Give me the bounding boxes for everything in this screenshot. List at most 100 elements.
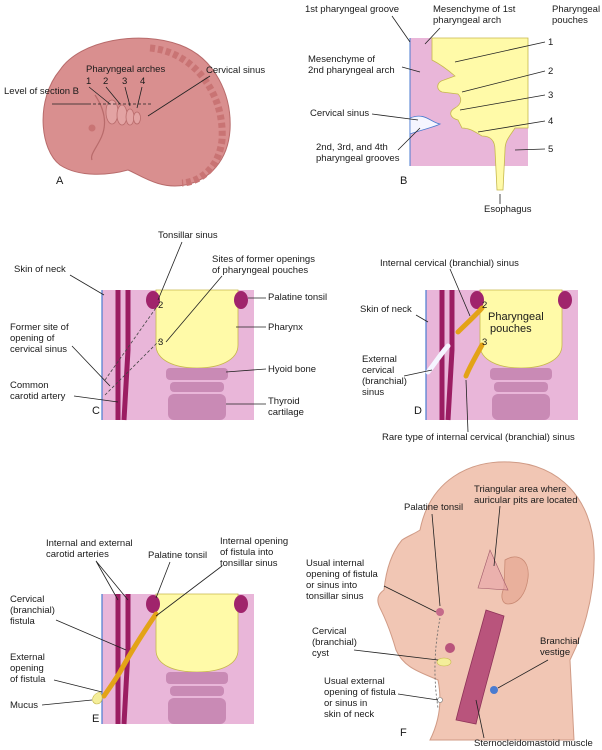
d-internal-label: Internal cervical (branchial) sinus bbox=[380, 258, 519, 269]
e-palatine-leader bbox=[155, 561, 171, 599]
f-tonsil-dot bbox=[436, 608, 444, 616]
e-tonsil-right bbox=[234, 595, 248, 613]
a-sinus-leader bbox=[147, 75, 211, 117]
b-pharynx-lumen bbox=[431, 37, 529, 191]
panel-d-letter: D bbox=[414, 405, 422, 417]
d-internal-sinus bbox=[455, 305, 485, 335]
d-num-2: 2 bbox=[482, 300, 487, 311]
f-sternocleidomastoid bbox=[455, 609, 505, 725]
b-pouch-1: 1 bbox=[548, 37, 553, 48]
e-palatine-label: Palatine tonsil bbox=[148, 550, 207, 561]
f-usual-external-leader bbox=[397, 693, 439, 701]
c-tonsil-left bbox=[146, 291, 160, 309]
f-vestige-leader bbox=[497, 659, 549, 689]
e-tonsil-left bbox=[146, 595, 160, 613]
c-carotid-2 bbox=[121, 290, 131, 421]
e-carotid-2 bbox=[121, 594, 131, 725]
c-former-tract bbox=[104, 304, 161, 396]
b-sinus-label: Cervical sinus bbox=[310, 108, 369, 119]
panel-b-letter: B bbox=[400, 175, 407, 187]
b-sinus-leader bbox=[371, 113, 419, 121]
panel-a-letter: A bbox=[56, 175, 64, 187]
embryo-somites bbox=[149, 44, 226, 187]
panel-e-letter: E bbox=[92, 713, 99, 725]
e-mucus-label: Mucus bbox=[10, 700, 38, 711]
f-cyst-label: Cervical(branchial)cyst bbox=[312, 626, 357, 659]
f-triangle-leader bbox=[493, 505, 501, 567]
e-mucus-leader bbox=[41, 699, 93, 706]
b-mes1-text2: pharyngeal arch bbox=[433, 15, 501, 26]
e-external-leader bbox=[53, 679, 103, 693]
b-mes1-leader bbox=[424, 27, 441, 45]
d-carotid-2 bbox=[445, 290, 455, 421]
arch-num-4: 4 bbox=[140, 76, 145, 87]
panel-c-letter: C bbox=[92, 405, 100, 417]
b-groove1-label: 1st pharyngeal groove bbox=[305, 4, 399, 15]
embryo-face bbox=[90, 94, 106, 161]
c-carotid-leader bbox=[73, 395, 119, 403]
d-rare-label: Rare type of internal cervical (branchia… bbox=[382, 432, 575, 443]
arch-num-3: 3 bbox=[122, 76, 127, 87]
d-skin-leader bbox=[415, 314, 429, 323]
d-num-3: 3 bbox=[482, 337, 487, 348]
e-fistula-label: Cervical(branchial)fistula bbox=[10, 594, 55, 627]
e-cartilage bbox=[166, 672, 228, 724]
b-grooves-leader bbox=[397, 127, 421, 151]
b-pouch-2: 2 bbox=[548, 66, 553, 77]
c-hyoid-label: Hyoid bone bbox=[268, 364, 316, 375]
d-external-sinus bbox=[425, 343, 451, 375]
f-cyst-leader bbox=[353, 649, 439, 661]
b-pouch-leaders bbox=[454, 41, 546, 151]
c-palatine-label: Palatine tonsil bbox=[268, 292, 327, 303]
c-num-2: 2 bbox=[158, 300, 163, 311]
panel-f-letter: F bbox=[400, 727, 407, 739]
f-cyst-sac bbox=[436, 657, 452, 667]
arches-label: Pharyngeal arches bbox=[86, 64, 165, 75]
f-cyst bbox=[445, 643, 455, 653]
f-usual-internal-leader bbox=[383, 585, 437, 613]
c-tonsillar-label: Tonsillar sinus bbox=[158, 230, 218, 241]
c-skin-label: Skin of neck bbox=[14, 264, 66, 275]
a-sinus-label: Cervical sinus bbox=[206, 65, 265, 76]
e-internal-leader bbox=[155, 565, 223, 617]
f-vestige bbox=[490, 686, 498, 694]
d-rare-leader bbox=[465, 379, 469, 433]
c-cartilage bbox=[166, 368, 228, 420]
e-pharynx bbox=[155, 593, 239, 673]
e-fistula bbox=[101, 611, 159, 699]
f-scm-leader bbox=[475, 699, 485, 739]
c-pharynx bbox=[155, 289, 239, 369]
f-ext-opening bbox=[437, 697, 443, 703]
d-tonsil-left bbox=[470, 291, 484, 309]
arch-num-2: 2 bbox=[103, 76, 108, 87]
b-groove1-leader bbox=[391, 15, 411, 43]
b-pouch-3: 3 bbox=[548, 90, 553, 101]
f-palatine-label: Palatine tonsil bbox=[404, 502, 463, 513]
embryo-eye bbox=[88, 124, 96, 132]
c-skin-leader bbox=[69, 274, 105, 296]
c-pharynx-label: Pharynx bbox=[268, 322, 303, 333]
d-internal-leader bbox=[449, 268, 471, 317]
panel-a: Level of section B Pharyngeal arches 1 2… bbox=[4, 37, 265, 187]
f-triangle bbox=[477, 549, 509, 591]
arch-leaders bbox=[88, 86, 143, 109]
d-external-leader bbox=[403, 369, 433, 377]
c-former-site-leader bbox=[71, 345, 111, 387]
d-skin-label: Skin of neck bbox=[360, 304, 412, 315]
b-pouch-4: 4 bbox=[548, 116, 553, 127]
c-num-3: 3 bbox=[158, 337, 163, 348]
